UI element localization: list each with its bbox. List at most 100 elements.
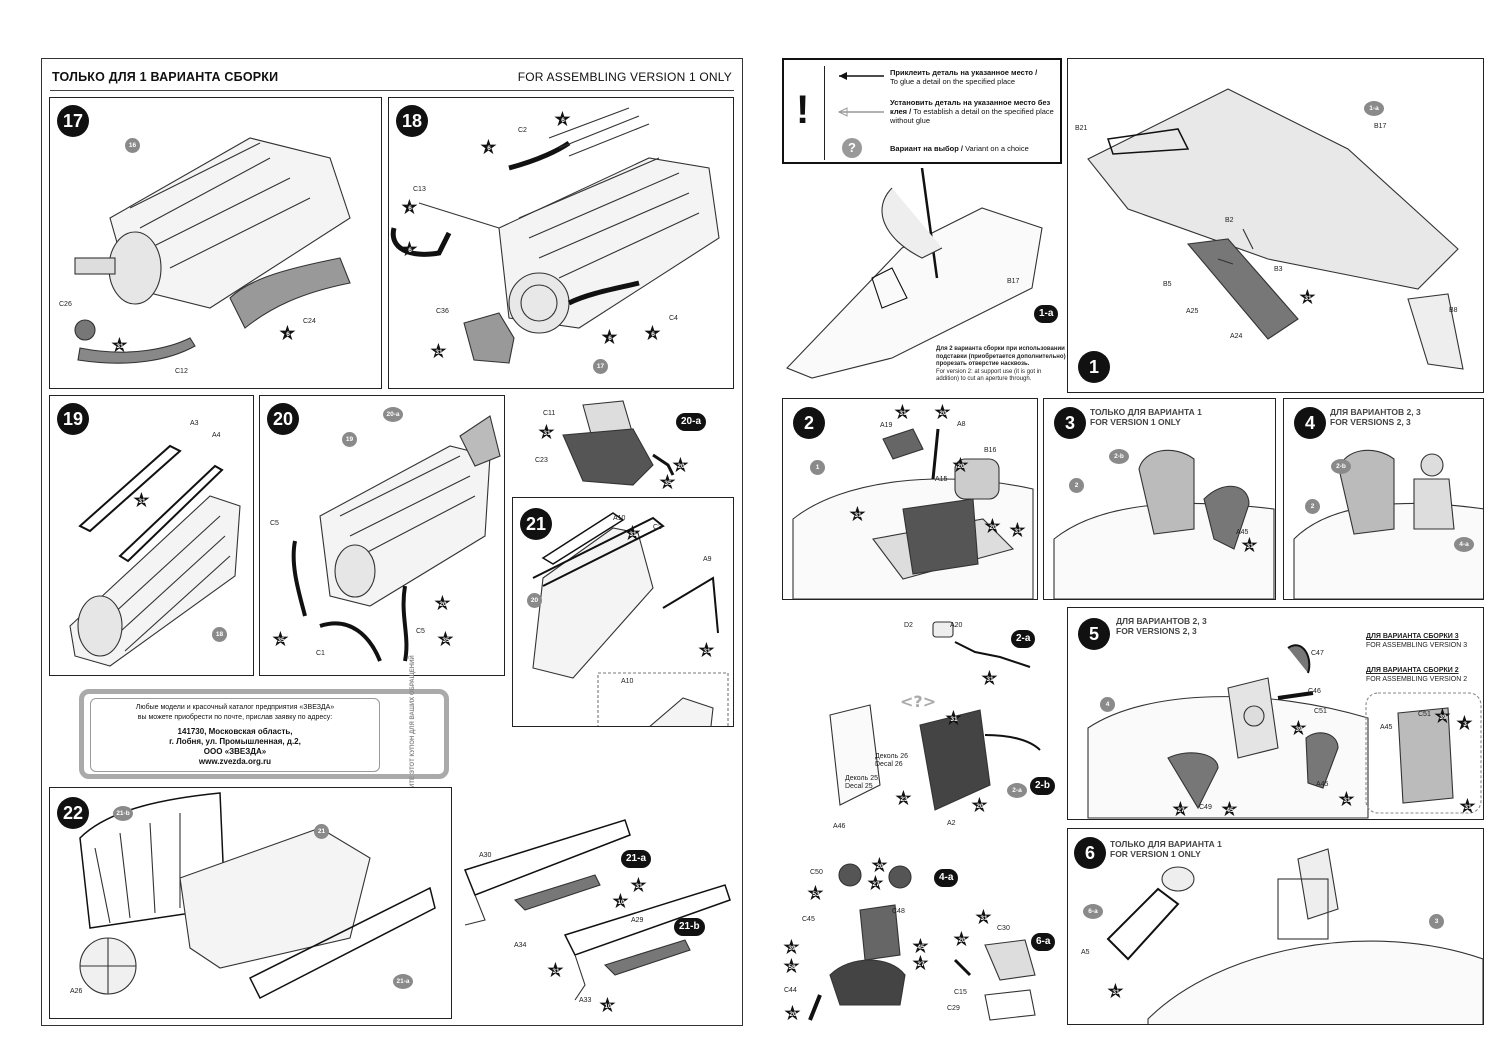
part-20a-badge: 20-a [383, 407, 403, 422]
part-16-badge: 16 [125, 138, 140, 153]
glue-31-star: 31 [974, 905, 993, 931]
coupon-address-3: ООО «ЗВЕЗДА» [203, 747, 267, 756]
glue-31-star: 31 [429, 339, 448, 365]
step-20a-number: 20-a [676, 413, 707, 431]
glue-10-star-b: 10 [598, 993, 617, 1019]
step-22-number: 22 [57, 797, 89, 829]
glue-31-star: 31 [132, 488, 151, 514]
step-19-panel: 19 A3 A4 31 18 [49, 395, 254, 676]
step-21-drawing [532, 512, 729, 726]
step-1a-drawing [786, 168, 1043, 379]
legend-glue-text: Приклеить деталь на указанное место / To… [890, 68, 1037, 86]
step-3-heading-ru: ТОЛЬКО ДЛЯ ВАРИАНТА 1 [1090, 407, 1202, 417]
step-20a-drawing [562, 400, 675, 486]
label-a45-detail: A45 [1380, 724, 1393, 731]
step-1a-number: 1-a [1034, 305, 1059, 323]
label-a46: A46 [833, 823, 846, 830]
step-21a-number: 21-a [621, 850, 652, 868]
label-c46: C46 [1308, 688, 1321, 695]
coupon-address-2: г. Лобня, ул. Промышленная, д.2, [169, 737, 301, 746]
step-5-heading-en: FOR VERSIONS 2, 3 [1116, 626, 1197, 636]
step-6-number: 6 [1074, 837, 1106, 869]
coupon-side-note: СОХРАНИТЕ ЭТОТ КУПОН ДЛЯ ВАШИХ ОБРАЩЕНИЙ [410, 655, 416, 813]
legend-divider [824, 66, 825, 160]
legend-choice-text: Вариант на выбор / Variant on a choice [890, 144, 1029, 153]
label-c48: C48 [892, 908, 905, 915]
glue-27-star: 27 [1171, 797, 1190, 819]
label-a30: A30 [479, 852, 492, 859]
glue-20-star-a: 20 [933, 400, 952, 426]
step-4-heading-ru: ДЛЯ ВАРИАНТОВ 2, 3 [1330, 407, 1421, 417]
label-b17: B17 [1374, 123, 1387, 130]
step-20a-area: C11 C23 20-a 31 20 35 [513, 395, 733, 493]
label-a29: A29 [631, 917, 644, 924]
note-1a-en: For version 2: at support use (it is got… [936, 368, 1042, 383]
glue-23-star: 23 [894, 786, 913, 812]
step-2a-drawing [932, 621, 1031, 668]
part-19-badge: 19 [342, 432, 357, 447]
coupon-address-box: Любые модели и красочный каталог предпри… [90, 698, 380, 772]
coupon: Любые модели и красочный каталог предпри… [79, 655, 449, 813]
label-decal-26-en: Decal 26 [875, 761, 903, 768]
glue-20-star-b: 20 [783, 1001, 802, 1025]
label-a10-detail: A10 [621, 678, 634, 685]
glue-35-star-a: 35 [271, 627, 290, 653]
label-a2: A2 [947, 820, 956, 827]
glue-31-star-a: 31 [629, 873, 648, 899]
label-c5b: C5 [416, 628, 425, 635]
glue-45-star: 45 [1220, 797, 1239, 819]
glue-35-star: 35 [658, 470, 677, 493]
legend-place-en: To establish a detail on the specified p… [890, 107, 1054, 125]
assembly-v3-en: FOR ASSEMBLING VERSION 3 [1366, 642, 1468, 649]
step-3-panel: 3 ТОЛЬКО ДЛЯ ВАРИАНТА 1 FOR VERSION 1 ON… [1043, 398, 1276, 600]
step-18-panel: 18 C2 C13 C36 C4 6 6 6 6 6 6 31 17 [388, 97, 734, 389]
step-4-number: 4 [1294, 407, 1326, 439]
part-1-badge: 1 [810, 460, 825, 475]
step-6-heading-ru: ТОЛЬКО ДЛЯ ВАРИАНТА 1 [1110, 839, 1222, 849]
glue-31-star-a: 31 [623, 521, 642, 547]
glue-3-star-detail: 3 [1455, 711, 1474, 737]
assembly-v2-en: FOR ASSEMBLING VERSION 2 [1366, 676, 1468, 683]
legend-box: ! Приклеить деталь на указанное место / … [782, 58, 1062, 164]
label-c49: C49 [1199, 804, 1212, 811]
glue-6-star-c: 6 [400, 195, 419, 221]
step-4-panel: 4 ДЛЯ ВАРИАНТОВ 2, 3 FOR VERSIONS 2, 3 2… [1283, 398, 1484, 600]
step-4-drawing [1293, 449, 1483, 599]
step-19-number: 19 [57, 403, 89, 435]
part-6a-badge: 6-a [1083, 904, 1103, 919]
step-22-drawing [79, 792, 436, 1000]
label-a25: A25 [1186, 308, 1199, 315]
label-decal-26-ru: Деколь 26 [875, 753, 908, 760]
glue-10-star-a: 10 [611, 889, 630, 915]
step-4a-drawing [808, 863, 912, 1021]
glue-6-star-e: 6 [600, 325, 619, 351]
glue-27-star-a: 27 [866, 871, 885, 897]
step-1-drawing [1087, 88, 1464, 370]
label-c50: C50 [810, 869, 823, 876]
step-17-number: 17 [57, 105, 89, 137]
glue-20-star: 20 [952, 927, 971, 953]
step-21-panel: 21 A10 C3 A9 20 31 31 A10 C3 A9 [512, 497, 734, 727]
part-4a-badge: 4-a [1454, 537, 1474, 552]
label-a8: A8 [957, 421, 966, 428]
step-20-number: 20 [267, 403, 299, 435]
glue-27-star-b: 27 [911, 951, 930, 977]
question-icon: ? [842, 138, 862, 158]
step-2a-area: D2 A20 2-a 31 [900, 612, 1040, 692]
label-d2: D2 [904, 622, 913, 629]
label-a45: A45 [1316, 781, 1329, 788]
label-c26: C26 [59, 301, 72, 308]
label-c36: C36 [436, 308, 449, 315]
label-c29: C29 [947, 1005, 960, 1012]
glue-31-star: 31 [1106, 979, 1125, 1005]
part-17-badge: 17 [593, 359, 608, 374]
label-a9: A9 [703, 556, 712, 563]
label-a4: A4 [212, 432, 221, 439]
label-c51: C51 [1314, 708, 1327, 715]
label-c13: C13 [413, 186, 426, 193]
step-21ab-area: A30 A34 A29 A33 21-a 21-b 31 10 31 10 [455, 815, 735, 1020]
label-a10: A10 [613, 515, 626, 522]
step-4-heading-en: FOR VERSIONS 2, 3 [1330, 417, 1411, 427]
header-en: FOR ASSEMBLING VERSION 1 ONLY [517, 70, 732, 84]
label-b16: B16 [984, 447, 997, 454]
